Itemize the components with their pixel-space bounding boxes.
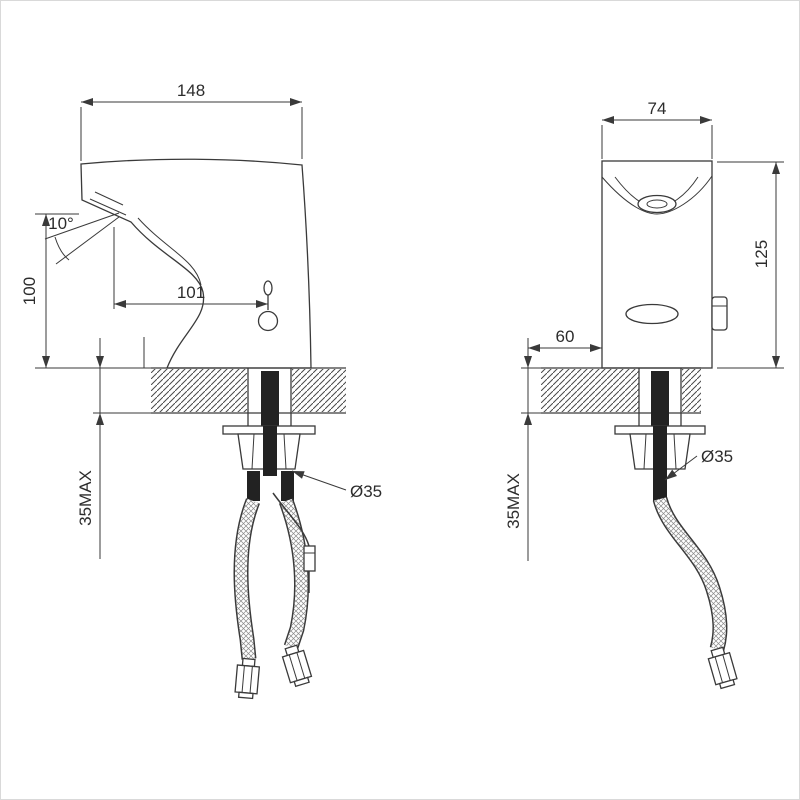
threaded-rod (263, 426, 277, 476)
side-height-dimension: 125 (717, 161, 784, 369)
angle-line (55, 216, 120, 265)
side-hose (652, 496, 739, 691)
front-deck-thickness-dimension: 35MAX (76, 338, 151, 559)
faucet-front-body (80, 158, 312, 369)
hose-braid (654, 497, 726, 651)
side-height-label: 125 (752, 240, 771, 268)
angle-arc (54, 236, 70, 261)
spout-profile-line (601, 175, 713, 215)
faucet-side-outline (601, 160, 713, 369)
hose-hex-nut (705, 645, 739, 691)
aerator-oval-inner (646, 199, 668, 209)
side-width-label: 74 (648, 99, 667, 118)
front-deck-thickness-label: 35MAX (76, 470, 95, 526)
sensor-cable (272, 492, 310, 547)
front-hole-diameter-label: Ø35 (350, 482, 382, 501)
hose-hex-nut (279, 643, 314, 689)
cable-connector (303, 545, 316, 572)
nut-facet-line (643, 433, 647, 470)
front-height-label: 100 (20, 277, 39, 305)
side-clip (711, 296, 728, 331)
side-deck-thickness-dimension: 35MAX (504, 338, 541, 561)
leader-line (664, 455, 698, 481)
aerator-line (89, 198, 127, 216)
hose-tail-fitting (653, 471, 667, 501)
threaded-rod (653, 426, 667, 476)
hose-hex-nut (233, 657, 261, 700)
threaded-rod (651, 371, 669, 426)
threaded-rod (261, 371, 279, 426)
spout-angle-label: 10° (48, 214, 74, 233)
aerator-line (94, 191, 124, 206)
side-shank-assembly (614, 368, 706, 501)
side-hole-diameter-label: Ø35 (701, 447, 733, 466)
aerator-oval (637, 194, 677, 214)
side-width-dimension: 74 (601, 99, 713, 159)
front-width-label: 148 (177, 81, 205, 100)
counter-hatch (541, 369, 639, 412)
side-offset-label: 60 (556, 327, 575, 346)
faucet-front-outline (80, 158, 312, 369)
faucet-side-body (601, 160, 728, 369)
front-view: 148 10° 100 1 (20, 81, 382, 700)
nut-facet-line (283, 433, 287, 470)
front-countertop (143, 337, 346, 414)
sensor-window (625, 303, 679, 325)
hose-tail-fitting (247, 471, 260, 501)
side-offset-dimension: 60 (528, 327, 602, 352)
front-hole-diameter-callout: Ø35 (291, 470, 382, 501)
side-view: 74 125 60 (504, 99, 784, 691)
side-hole-diameter-callout: Ø35 (664, 447, 733, 481)
front-shank-assembly (222, 368, 316, 501)
side-deck-thickness-label: 35MAX (504, 473, 523, 529)
leader-line (291, 470, 347, 491)
angle-line (44, 212, 120, 240)
nut-facet-line (673, 433, 677, 470)
counter-hatch (292, 369, 346, 412)
front-width-dimension: 148 (80, 81, 303, 161)
side-countertop (541, 367, 701, 414)
hose-tail-fitting (281, 471, 294, 501)
handle-knob (263, 280, 273, 296)
hose-braid (235, 498, 259, 660)
front-hoses (233, 492, 316, 700)
front-height-dimension: 100 (20, 213, 153, 369)
spout-underside-line (137, 217, 202, 286)
spout-angle-dimension: 10° (44, 212, 120, 265)
nut-facet-line (251, 433, 255, 470)
spout-reach-dimension: 101 (113, 227, 268, 309)
counter-hatch (151, 369, 247, 412)
handle-ring (257, 310, 279, 332)
counter-hatch (682, 369, 701, 412)
spout-reach-label: 101 (177, 283, 205, 302)
